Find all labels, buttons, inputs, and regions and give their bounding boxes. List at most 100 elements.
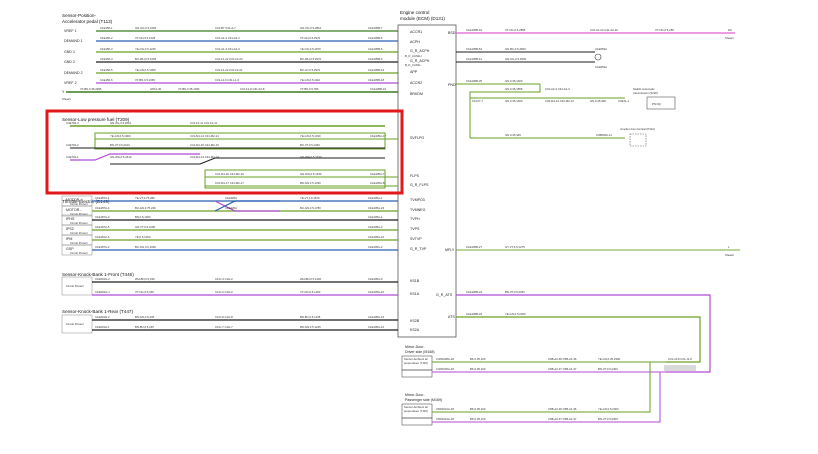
pnd-wire-label: GN,0.35,1000 [505, 79, 523, 83]
fuel-mid-3: C31-M1-15 C31-M2-15 [190, 143, 219, 147]
knock_front-shield: Circuit Protect [66, 284, 84, 288]
accel-title-line2: Accelerator pedal (T113) [62, 19, 113, 24]
mfly-end: L [728, 245, 730, 249]
accel-right-wire: YE-OG,0.5,2970 [300, 47, 321, 51]
accel-right-wire: BU-WH,0.5,2970 [300, 57, 322, 61]
highlight-frame [45, 109, 404, 195]
fuel-pin-3: C1E105A-8 [370, 181, 385, 185]
fuel-right-5: BN-GN,0.5,1330 [300, 181, 321, 185]
ecm-pin-label: KS1B [410, 279, 420, 283]
can2-wire: GN-OG,0.5,2500 [505, 57, 527, 61]
knock_rear-right: BN-GN,0.5,1245 [300, 325, 321, 329]
ecm-bsd: BSD [448, 31, 456, 35]
accel-pedal-section: Sensor-Position- Accelerator pedal (T113… [62, 13, 398, 101]
pnd-pin: C1E105B-35 [466, 79, 482, 83]
knock_front-pin: C1E105A-9 [368, 277, 383, 281]
throttle-sublabel: Circuit Protect [70, 231, 88, 235]
throttle-pin: C1E105A-4 [368, 215, 383, 219]
bsd-sheet: Sheet1 [725, 36, 734, 40]
ats-wire [456, 316, 701, 363]
fuel-title: Sensor-Low pressure fuel (T209) [62, 117, 130, 122]
can-connector-icon [594, 53, 602, 61]
throttle-section: Throttle-Electric (D149) MOTOR +Circuit … [61, 195, 398, 256]
can2-conn: C1E653A [595, 65, 607, 69]
ambient-driver-2: temperature (T110) [404, 361, 428, 365]
knock_rear-wire-label: BN-BU,0.5,245 [135, 325, 154, 329]
accel-label: GND 2 [64, 60, 75, 64]
mirror-pass-title-2: Passenger side (M169) [405, 398, 442, 402]
accel-splice: C31-L2-6 C31-L1-6 [215, 78, 240, 82]
ecm-pin-label: APP [410, 70, 418, 74]
accel-label: VREF 1 [64, 29, 77, 33]
junction-box [629, 133, 647, 147]
ecm-pin-label: TVMPO3 [410, 198, 425, 202]
fuel-right-3: GN-WH,0.5,1330 [300, 155, 322, 159]
can1-conn: C1E653A [595, 47, 607, 51]
fuel-wire-3-label: BN-VT,0.5,2610 [110, 143, 130, 147]
ambient-driver-1: Sensor-Ambient air [404, 357, 428, 361]
vt-wire-b: GP10-30 [150, 87, 162, 91]
throttle-connector: C1E187A-2 [95, 245, 110, 249]
knock_front-conn: C1E601G-1 [95, 290, 110, 294]
pnd-sub-a: GN,0.35,1555 [505, 87, 523, 91]
throttle-wire-label: BN,0.5,1000 [135, 215, 151, 219]
junction-wire-b: C3B093U-11 [596, 133, 612, 137]
throttle-pin: C1E105A-2 [368, 245, 383, 249]
mirror-pass-wire-2 [432, 372, 661, 423]
accel-splice: C31-A1-3 C31-A2-3 [215, 47, 240, 51]
knock_rear-conn: C1E601H-1 [95, 325, 110, 329]
ecm-pin-label: TVPH [410, 217, 420, 221]
throttle-sublabel: Circuit Protect [70, 241, 88, 245]
mirror-wire-right: BN-VT,0.5,2300 [598, 367, 618, 371]
accel-connector: C1E150-6 [100, 78, 113, 82]
ecm-pin-label: G_R_TVP [410, 247, 427, 251]
mirror-conn: C4FN030A-18 [436, 367, 454, 371]
knock_rear-pin: C1E105A-12 [368, 325, 384, 329]
can2-pin: C1E105B-41 [466, 57, 482, 61]
knock_front-splice: C1IC-2 C1H-2 [215, 290, 233, 294]
mirror-splice: C5B-A2-36 C5B-A1-36 [548, 357, 577, 361]
ecm-pin-label: G_R_FLPS [410, 183, 429, 187]
mirror-conn: C4FN028A-18 [436, 357, 454, 361]
throttle-wire-label: YE,0.5,1060 [135, 235, 151, 239]
vt-wire-d: C31-F1-8 C31-F2-8 [240, 87, 265, 91]
ecm-pin-label: FLPS [410, 174, 420, 178]
accel-pin: C1E105B-5 [368, 47, 383, 51]
accel-wire-label: VT-BN,0.5,1065 [135, 78, 155, 82]
mirror-pass-resistor [401, 417, 433, 426]
mirror-wire: BK,0.35,100 [470, 417, 486, 421]
throttle-label: IPHS [66, 217, 75, 221]
accel-splice: C31-A1-3 C31-A2-2 [215, 36, 240, 40]
fuel-pin-2: C1E105A-7 [370, 172, 385, 176]
can1-wire: GN-BU,0.5,2500 [505, 47, 526, 51]
ecm-pin-label: ACPH [410, 40, 420, 44]
ecm-pin-label: KS2A [410, 328, 420, 332]
can1-net: B_D_CAN1H [405, 54, 421, 58]
throttle-label: IPS2 [66, 227, 74, 231]
ecm-pin-label: ACCR1 [410, 30, 422, 34]
fuel-right-2: BU-VT,0.5,1330 [300, 143, 320, 147]
switch-box [646, 96, 676, 110]
accel-wire-label: BU-WH,0.5,1065 [135, 57, 157, 61]
mirror-conn: C5FN012A-18 [436, 407, 454, 411]
fuel-wire-5 [110, 157, 385, 165]
can2-net: B_D_CAN1L [405, 63, 421, 67]
pnd-sub-f: GN,0.35,900 [590, 99, 606, 103]
knock_front-right: WH-BN,0.5,1260 [300, 277, 322, 281]
bsd-end: DA [728, 28, 732, 32]
ecm-pin-label: TVMNEG [410, 208, 426, 212]
ecm-pin-label: ACCR2 [410, 81, 422, 85]
pnd-sub-g: C3E71-1 [618, 99, 629, 103]
accel-wire-label: YE-GN,0.5,1065 [135, 68, 156, 72]
knock_rear-conn: C1E601H-2 [95, 315, 110, 319]
accel-label: DEMAND 1 [64, 39, 83, 43]
ecm-pin-label: G_R_ACPH [410, 59, 430, 63]
knock_rear-pin: C1E105A-13 [368, 315, 384, 319]
ecm-ats: ATS [448, 315, 455, 319]
knock_rear-splice: C1IC-8 C1H-8 [215, 315, 233, 319]
knock-rear-section: Sensor-Knock-Bank 1-Rear (T447) Circuit … [61, 309, 398, 334]
accel-right-wire: GN-OG,0.5,2810 [300, 26, 322, 30]
throttle-right-2: BU-GN,0.5,1780 [300, 206, 321, 210]
throttle-connector: C1E187A-4 [95, 206, 110, 210]
